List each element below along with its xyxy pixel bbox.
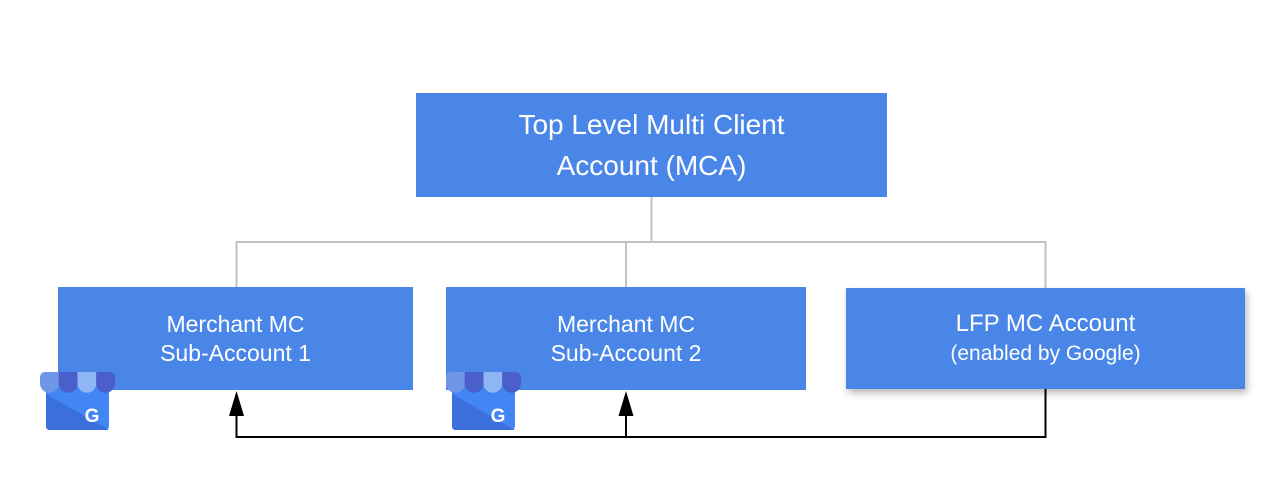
awning-stripe [40,372,59,393]
node-label-line1: Top Level Multi Client [518,109,785,140]
awning-stripe [483,372,503,393]
node-label-line1: Merchant MC [556,310,696,337]
google-g-letter: G [85,406,100,427]
storefront-fold [452,394,515,430]
google-my-business-icon: G [40,372,115,430]
arrowhead-sub1 [229,391,244,416]
awning-stripe [446,372,465,393]
awning-stripe [96,372,115,393]
node-merchant-sub-account-1: Merchant MC Sub-Account 1 [58,287,413,390]
awning-stripe [464,372,484,393]
google-my-business-icon: G [446,372,521,430]
node-top-level-mca: Top Level Multi Client Account (MCA) [416,93,887,197]
node-label-line2: Account (MCA) [556,150,747,181]
google-g-letter: G [491,406,506,427]
arrowhead-sub2 [618,391,634,416]
node-label-line2: (enabled by Google) [950,341,1141,365]
node-label-line2: Sub-Account 2 [550,339,702,366]
tree-connector [235,197,1047,289]
awning-stripe [502,372,521,393]
storefront-fold [46,394,109,430]
awning-stripe [77,372,97,393]
awning-stripe [58,372,78,393]
node-label-line2: Sub-Account 1 [160,339,311,366]
node-lfp-mc-account: LFP MC Account (enabled by Google) [846,288,1245,389]
node-label-line1: Merchant MC [166,310,305,337]
arrow-path [235,389,1047,438]
node-label-line1: LFP MC Account [955,309,1136,337]
